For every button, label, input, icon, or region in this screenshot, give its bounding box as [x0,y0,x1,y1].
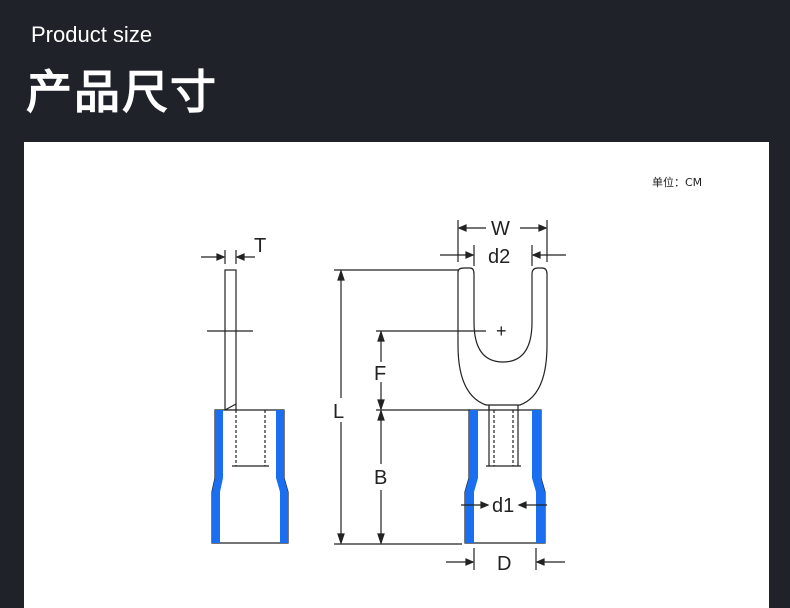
label-W: W [491,218,510,240]
side-sleeve-right-wall [276,410,288,543]
label-B: B [374,467,387,489]
label-T: T [254,235,266,257]
product-size-diagram-panel: T W d2 + F L B d1 D [24,142,769,608]
unit-note: 单位：CM [652,176,703,189]
dimension-d2 [440,245,566,266]
dimension-d1 [461,501,547,509]
fork-terminal-front-view [457,267,548,544]
plus-mark: + [496,321,507,341]
side-blade [224,269,237,411]
label-D: D [497,553,511,575]
terminal-dimension-diagram: T W d2 + F L B d1 D [201,218,566,575]
section-title: 产品尺寸 [26,65,218,119]
side-sleeve-left-wall [212,410,223,543]
dimension-L [334,269,462,545]
dimension-D [446,548,565,570]
label-L: L [333,401,344,423]
fork-outline [457,267,548,406]
front-sleeve-left-wall [465,410,478,543]
side-view-terminal [207,269,289,544]
label-d2: d2 [488,246,510,268]
label-d1: d1 [492,495,514,517]
front-sleeve-right-wall [532,410,545,543]
label-F: F [374,363,386,385]
dimension-T [201,250,255,264]
section-subtitle: Product size [31,22,153,47]
dimension-F-B [376,330,470,545]
